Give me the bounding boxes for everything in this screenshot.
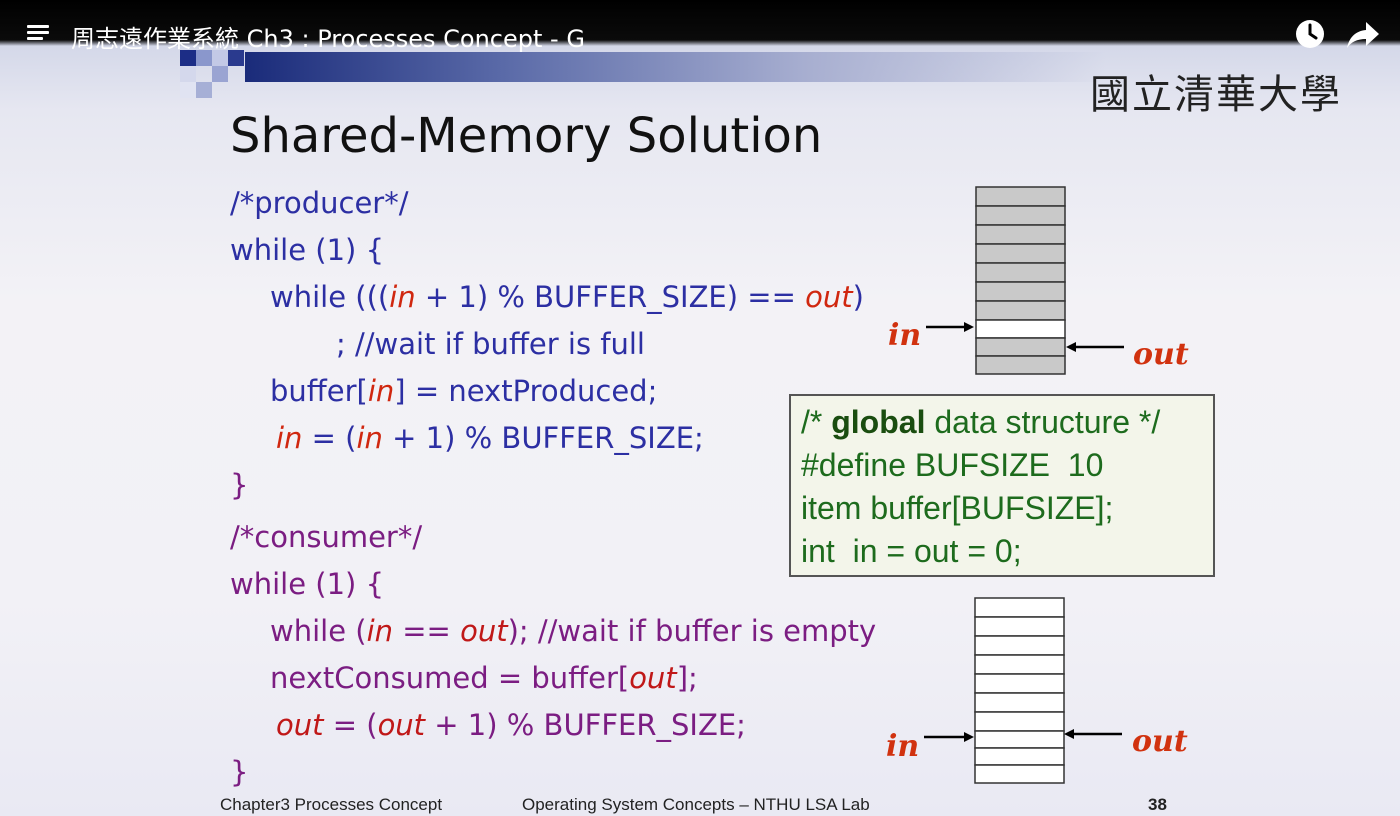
- consumer-while: while (1) {: [230, 567, 385, 601]
- producer-wait-loop: while (((in + 1) % BUFFER_SIZE) == out): [270, 280, 864, 314]
- clock-icon[interactable]: [1294, 18, 1326, 50]
- consumer-read-buffer: nextConsumed = buffer[out];: [270, 661, 698, 695]
- consumer-out-increment: out = (out + 1) % BUFFER_SIZE;: [276, 708, 746, 742]
- consumer-comment: /*consumer*/: [230, 520, 423, 554]
- share-icon[interactable]: [1346, 20, 1380, 50]
- slide-title: Shared-Memory Solution: [230, 108, 823, 164]
- slide-decoration: [212, 66, 228, 82]
- producer-wait-comment: ; //wait if buffer is full: [336, 327, 645, 361]
- video-top-bar: 周志遠作業系統 Ch3 : Processes Concept - G: [0, 0, 1400, 53]
- producer-buffer-assign: buffer[in] = nextProduced;: [270, 374, 658, 408]
- producer-while: while (1) {: [230, 233, 385, 267]
- consumer-close-brace: }: [230, 755, 249, 789]
- university-logo: 國立清華大學: [1090, 72, 1342, 118]
- global-int-line: int in = out = 0;: [801, 533, 1022, 569]
- slide-decoration: [180, 66, 196, 82]
- playlist-icon[interactable]: [27, 25, 49, 41]
- video-title[interactable]: 周志遠作業系統 Ch3 : Processes Concept - G: [71, 25, 585, 53]
- producer-comment: /*producer*/: [230, 186, 409, 220]
- full-buffer-diagram: [926, 186, 1075, 375]
- footer-course: Operating System Concepts – NTHU LSA Lab: [522, 795, 870, 814]
- global-data-structure-box: /* global data structure */ #define BUFS…: [789, 394, 1215, 577]
- out-pointer-label-bottom: out: [1132, 724, 1188, 759]
- out-arrow-top: [1066, 342, 1124, 352]
- out-pointer-label-top: out: [1133, 337, 1189, 372]
- producer-close-brace: }: [230, 468, 249, 502]
- producer-in-increment: in = (in + 1) % BUFFER_SIZE;: [276, 421, 704, 455]
- slide-decoration: [196, 82, 212, 98]
- global-buffer-line: item buffer[BUFSIZE];: [801, 490, 1114, 526]
- in-arrow-bottom: [924, 732, 974, 742]
- footer-chapter: Chapter3 Processes Concept: [220, 795, 443, 814]
- in-pointer-label-bottom: in: [886, 729, 920, 764]
- footer-page-number: 38: [1148, 795, 1167, 814]
- global-define-line: #define BUFSIZE 10: [801, 447, 1104, 483]
- out-arrow-bottom: [1064, 729, 1122, 739]
- in-pointer-label-top: in: [888, 318, 922, 353]
- empty-buffer-diagram: [974, 597, 1065, 784]
- slide-decoration: [212, 50, 228, 66]
- global-comment-line: /* global data structure */: [801, 404, 1161, 440]
- slide-decoration: [228, 50, 244, 66]
- slide-decoration: [180, 82, 196, 98]
- slide-decoration: [180, 50, 196, 66]
- slide-decoration: [196, 50, 212, 66]
- consumer-wait-loop: while (in == out); //wait if buffer is e…: [270, 614, 877, 648]
- slide-header-bar: [245, 52, 1105, 82]
